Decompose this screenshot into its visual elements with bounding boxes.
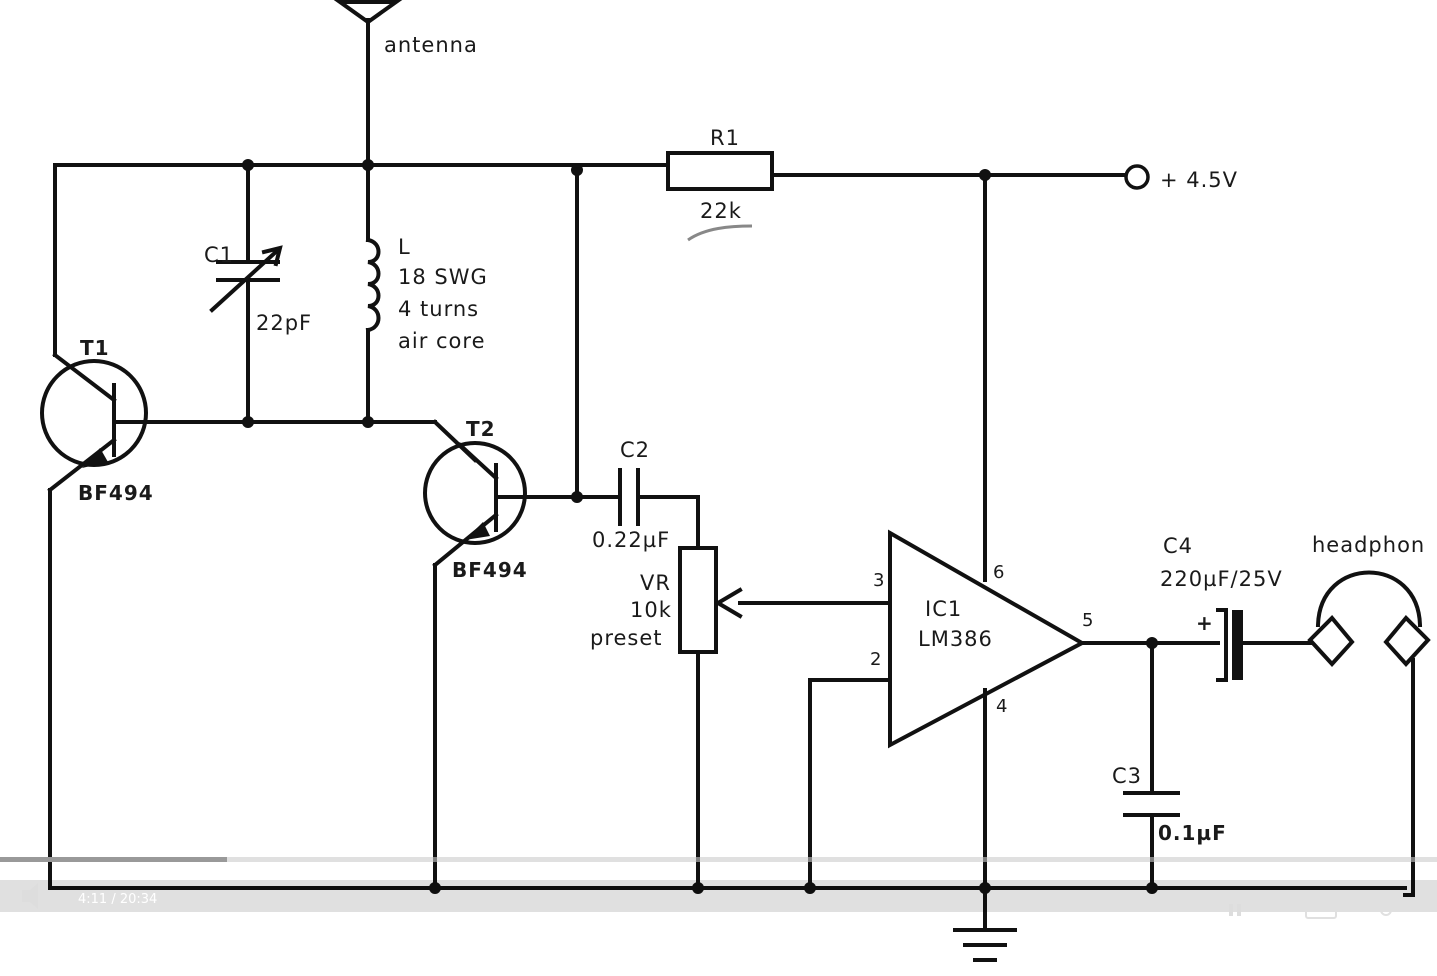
- progress-fill: [0, 857, 227, 862]
- r1-name: R1: [710, 126, 740, 150]
- pin-5-label: 5: [1082, 610, 1093, 631]
- c2-value: 0.22µF: [592, 528, 670, 552]
- c4-value: 220µF/25V: [1160, 567, 1283, 591]
- potentiometer-vr: [678, 546, 743, 654]
- video-time: 4:11 / 20:34: [78, 892, 157, 907]
- resistor-r1: [666, 151, 774, 191]
- vr-line1: VR: [640, 571, 671, 595]
- junction-dots: [242, 159, 1158, 894]
- c3-value: 0.1µF: [1158, 821, 1227, 845]
- c1-value: 22pF: [256, 311, 312, 335]
- fullscreen-icon[interactable]: [1380, 904, 1392, 916]
- capacitor-c2: [618, 468, 640, 526]
- variable-capacitor-c1: [209, 238, 283, 313]
- t2-part: BF494: [452, 558, 528, 582]
- c4-plus: +: [1196, 611, 1214, 635]
- op-amp-ic1: [888, 529, 1087, 749]
- l-name: L: [398, 235, 411, 259]
- wires: [48, 18, 1415, 932]
- c4-name: C4: [1163, 534, 1193, 558]
- supply-terminal: [1124, 164, 1150, 190]
- pin-3-label: 3: [873, 570, 884, 591]
- ground-symbol: [953, 928, 1017, 962]
- pin-4-label: 4: [996, 696, 1007, 717]
- l-line1: 18 SWG: [398, 265, 488, 289]
- ic-name: IC1: [925, 597, 962, 621]
- vr-line2: 10k: [630, 598, 672, 622]
- ic-part: LM386: [918, 627, 993, 651]
- t2-name: T2: [466, 417, 496, 441]
- r1-value: 22k: [700, 199, 742, 223]
- settings-icon[interactable]: [1229, 904, 1241, 916]
- headphone-label: headphon: [1312, 533, 1425, 557]
- c2-name: C2: [620, 438, 650, 462]
- supply-label: + 4.5V: [1160, 168, 1238, 192]
- headphone-symbol: [1307, 570, 1431, 667]
- pen-scribble: [687, 224, 753, 242]
- pin-2-label: 2: [870, 649, 881, 670]
- c3-name: C3: [1112, 764, 1142, 788]
- l-line3: air core: [398, 329, 486, 353]
- t1-name: T1: [80, 336, 110, 360]
- video-controls-overlay: 4:11 / 20:34: [0, 857, 1437, 919]
- transistor-t2: [423, 441, 530, 568]
- captions-icon[interactable]: [1305, 901, 1337, 919]
- capacitor-c3: [1123, 791, 1180, 817]
- t1-part: BF494: [78, 481, 154, 505]
- vr-line3: preset: [590, 626, 663, 650]
- electrolytic-capacitor-c4: [1216, 608, 1243, 682]
- antenna-symbol: [333, 0, 403, 25]
- pin-6-label: 6: [993, 562, 1004, 583]
- antenna-label: antenna: [384, 33, 478, 57]
- c1-name: C1: [204, 243, 234, 267]
- progress-track[interactable]: [0, 857, 1437, 862]
- volume-icon[interactable]: [22, 883, 38, 909]
- l-line2: 4 turns: [398, 297, 479, 321]
- inductor-l: [365, 237, 381, 333]
- transistor-t1: [40, 352, 150, 493]
